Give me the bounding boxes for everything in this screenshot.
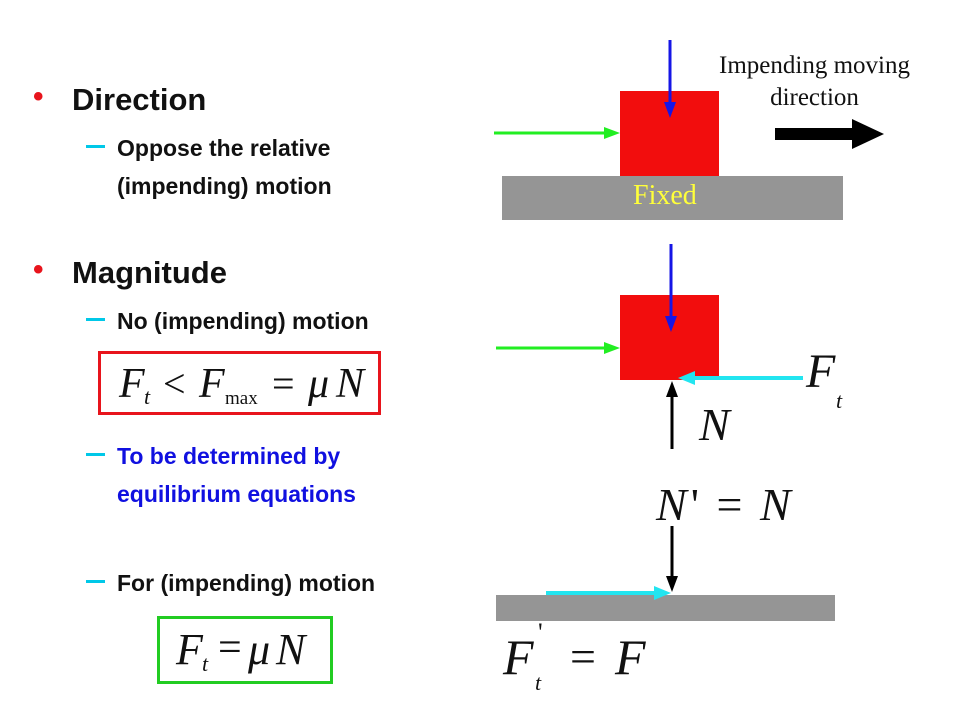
caption-line1: Impending moving: [719, 52, 910, 79]
friction-arrow: [678, 371, 803, 385]
formula-no-motion-box: F t < F max = μ N: [98, 351, 381, 415]
direction-sub-line2: (impending) motion: [117, 173, 332, 199]
friction-Ft-F: F: [806, 345, 836, 398]
equilibrium-line1: To be determined by: [117, 443, 341, 469]
no-motion-text: No (impending) motion: [117, 308, 369, 334]
equilibrium-line2: equilibrium equations: [117, 481, 356, 507]
formula-F: F: [119, 361, 145, 407]
reaction-eq: =: [716, 479, 743, 530]
weight-arrow-middle: [665, 244, 677, 332]
impending-motion-text: For (impending) motion: [117, 570, 376, 596]
friction-Ft-sub-t: t: [836, 388, 843, 413]
formula-F: F: [176, 625, 203, 674]
dash-marker: [86, 453, 105, 456]
heading-magnitude: Magnitude: [72, 255, 227, 290]
formula-mu: μ: [248, 625, 271, 674]
ground-surface: [496, 595, 835, 621]
reaction-rhs-N: N: [759, 479, 791, 530]
formula-eq: =: [272, 361, 295, 406]
fixed-ground: [502, 176, 843, 220]
normal-force-N: N: [699, 399, 730, 450]
formula-lt: <: [163, 361, 186, 406]
reaction-friction-F: F: [503, 629, 534, 685]
formula-N: N: [336, 361, 365, 407]
dash-marker: [86, 145, 105, 148]
formula-N: N: [276, 625, 306, 674]
direction-sub-line1: Oppose the relative: [117, 135, 331, 161]
formula-eq: =: [218, 625, 242, 671]
bullet-dot: •: [33, 80, 44, 113]
reaction-friction-eq: =: [570, 631, 596, 682]
formula-Fmax-F: F: [199, 361, 225, 407]
reaction-friction-arrow: [546, 586, 671, 600]
dash-marker: [86, 318, 105, 321]
formula-sub-t: t: [144, 384, 151, 409]
reaction-friction-rhs-F: F: [615, 629, 646, 685]
reaction-friction-prime: ': [538, 618, 543, 647]
dash-marker: [86, 580, 105, 583]
applied-force-arrow-middle: [496, 342, 620, 354]
heading-direction: Direction: [72, 82, 207, 117]
reaction-friction-sub-t: t: [535, 670, 542, 695]
formula-mu: μ: [308, 361, 330, 407]
impending-direction-arrow: [775, 119, 884, 149]
bullet-dot: •: [33, 253, 44, 286]
formula-impending-box: F t = μ N: [157, 616, 333, 684]
reaction-equation: N' = N: [656, 478, 791, 531]
weight-arrow-top: [664, 40, 676, 118]
reaction-normal-arrow: [666, 526, 678, 592]
reaction-prime: ': [690, 479, 699, 530]
normal-force-arrow: [666, 381, 678, 449]
caption-line2: direction: [770, 84, 859, 111]
applied-force-arrow-top: [494, 127, 620, 139]
fixed-label: Fixed: [633, 180, 697, 211]
reaction-N: N: [656, 479, 687, 530]
impending-direction-caption: Impending moving direction: [712, 50, 917, 114]
formula-sub-max: max: [225, 388, 258, 409]
formula-sub-t: t: [202, 651, 209, 676]
